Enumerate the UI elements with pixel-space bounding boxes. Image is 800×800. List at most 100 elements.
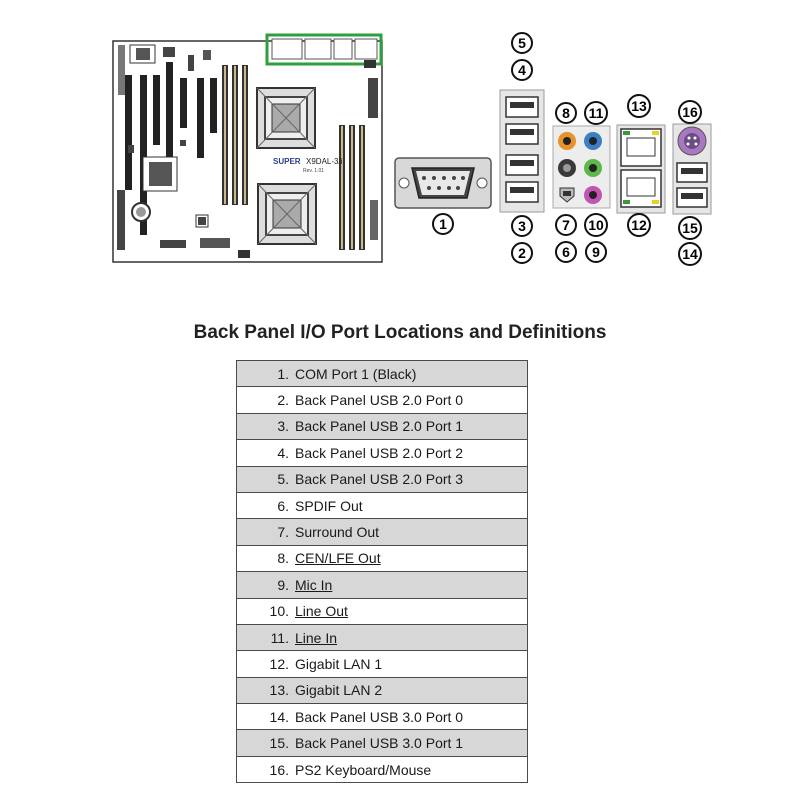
table-row: 5. Back Panel USB 2.0 Port 3 [236,465,528,493]
motherboard-diagram: SUPER X9DAL-3/i Rev. 1.01 [112,33,383,263]
port-cell: 6. SPDIF Out [236,491,528,520]
callout-9: 9 [585,241,607,263]
port-cell: 8. CEN/LFE Out [236,544,528,573]
port-label: SPDIF Out [295,497,363,514]
table-row: 12. Gigabit LAN 1 [236,650,528,678]
svg-text:16: 16 [682,104,698,120]
svg-text:8: 8 [562,105,570,121]
port-label: Back Panel USB 2.0 Port 0 [295,392,464,409]
table-row: 14.Back Panel USB 3.0 Port 0 [236,703,528,731]
board-model: X9DAL-3/i [306,157,343,166]
callout-7: 7 [555,214,577,236]
port-cell: 4.Back Panel USB 2.0 Port 2 [236,439,528,467]
port-number: 9. [277,576,289,593]
svg-text:3: 3 [518,218,526,234]
svg-text:5: 5 [518,35,526,51]
callout-3: 3 [511,215,533,237]
port-label-link[interactable]: Line In [295,629,338,646]
callout-4: 4 [511,59,533,81]
svg-text:11: 11 [589,105,604,121]
callout-13: 13 [627,94,651,118]
port-cell: 3.Back Panel USB 2.0 Port 1 [236,412,528,441]
callout-5: 5 [511,32,533,54]
port-label: PS2 Keyboard/Mouse [295,761,432,778]
table-row: 9. Mic In [236,571,528,599]
svg-text:2: 2 [518,245,526,261]
port-label: COM Port 1 (Black) [295,365,417,382]
table-row: 8. CEN/LFE Out [236,544,528,573]
table-row: 15. Back Panel USB 3.0 Port 1 [236,729,528,757]
port-definitions-table: 1. COM Port 1 (Black) 2.Back Panel USB 2.0… [236,359,528,784]
callout-14: 14 [678,242,702,266]
port-cell: 11. Line In [236,623,528,652]
table-row: 4.Back Panel USB 2.0 Port 2 [236,439,528,467]
table-row: 7. Surround Out [236,518,528,546]
port-cell: 14.Back Panel USB 3.0 Port 0 [236,703,528,731]
port-label: Back Panel USB 3.0 Port 1 [295,735,464,752]
board-brand: SUPER [273,157,301,166]
table-row: 10. Line Out [236,597,528,625]
port-cell: 16. PS2 Keyboard/Mouse [236,755,528,784]
svg-text:10: 10 [588,217,604,233]
com-port-1-graphic [394,157,492,209]
port-cell: 1. COM Port 1 (Black) [236,359,528,388]
port-cell: 2.Back Panel USB 2.0 Port 0 [236,386,528,414]
port-label: Back Panel USB 3.0 Port 0 [295,708,464,725]
port-number: 8. [277,550,289,567]
svg-text:9: 9 [592,244,600,260]
callout-2: 2 [511,242,533,264]
port-cell: 15. Back Panel USB 3.0 Port 1 [236,729,528,757]
table-row: 3.Back Panel USB 2.0 Port 1 [236,412,528,441]
svg-text:14: 14 [682,246,698,262]
svg-text:13: 13 [631,98,647,114]
port-cell: 9. Mic In [236,571,528,599]
callout-8: 8 [555,102,577,124]
callout-15: 15 [678,216,702,240]
back-panel-figure: SUPER X9DAL-3/i Rev. 1.01 [112,32,712,266]
port-number: 1. [277,365,289,382]
port-number: 7. [277,524,289,541]
port-label: Back Panel USB 2.0 Port 3 [295,471,464,488]
port-number: 11. [270,629,289,646]
port-label: Back Panel USB 2.0 Port 1 [295,418,464,435]
port-number: 16. [269,761,289,778]
io-highlight-box [265,33,383,66]
usb2-stack-graphic [499,89,545,213]
port-number: 4. [277,444,289,461]
table-row: 2.Back Panel USB 2.0 Port 0 [236,386,528,414]
table-row: 11. Line In [236,623,528,652]
port-cell: 10. Line Out [236,597,528,625]
callout-1: 1 [432,213,454,235]
section-title: Back Panel I/O Port Locations and Defini… [193,322,607,343]
port-number: 6. [277,497,289,514]
port-number: 10. [269,603,289,620]
svg-text:6: 6 [562,244,570,260]
table-row: 6. SPDIF Out [236,491,528,520]
table-row: 1. COM Port 1 (Black) [236,359,528,388]
port-cell: 12. Gigabit LAN 1 [236,650,528,678]
lan-ports-graphic [616,124,666,214]
port-number: 12. [269,655,289,672]
callout-badges: 1 2 3 4 5 6 7 8 9 10 11 12 13 14 15 16 [432,32,702,266]
ps2-usb3-graphic [672,123,712,215]
callout-11: 11 [584,101,608,125]
audio-jacks-graphic [552,125,611,209]
port-number: 13. [269,682,289,699]
port-label-link[interactable]: Mic In [295,576,333,593]
callout-10: 10 [584,213,608,237]
port-label: Gigabit LAN 2 [295,682,383,699]
port-cell: 13. Gigabit LAN 2 [236,676,528,705]
callout-16: 16 [678,100,702,124]
port-label: Surround Out [295,524,380,541]
svg-text:4: 4 [518,62,526,78]
port-label-link[interactable]: CEN/LFE Out [295,550,381,567]
port-number: 15. [269,735,289,752]
port-cell: 7. Surround Out [236,518,528,546]
svg-text:15: 15 [682,220,698,236]
port-label: Gigabit LAN 1 [295,655,383,672]
port-label-link[interactable]: Line Out [295,603,348,620]
callout-12: 12 [627,213,651,237]
port-number: 5. [277,471,289,488]
svg-text:7: 7 [562,217,570,233]
svg-text:1: 1 [439,216,447,232]
